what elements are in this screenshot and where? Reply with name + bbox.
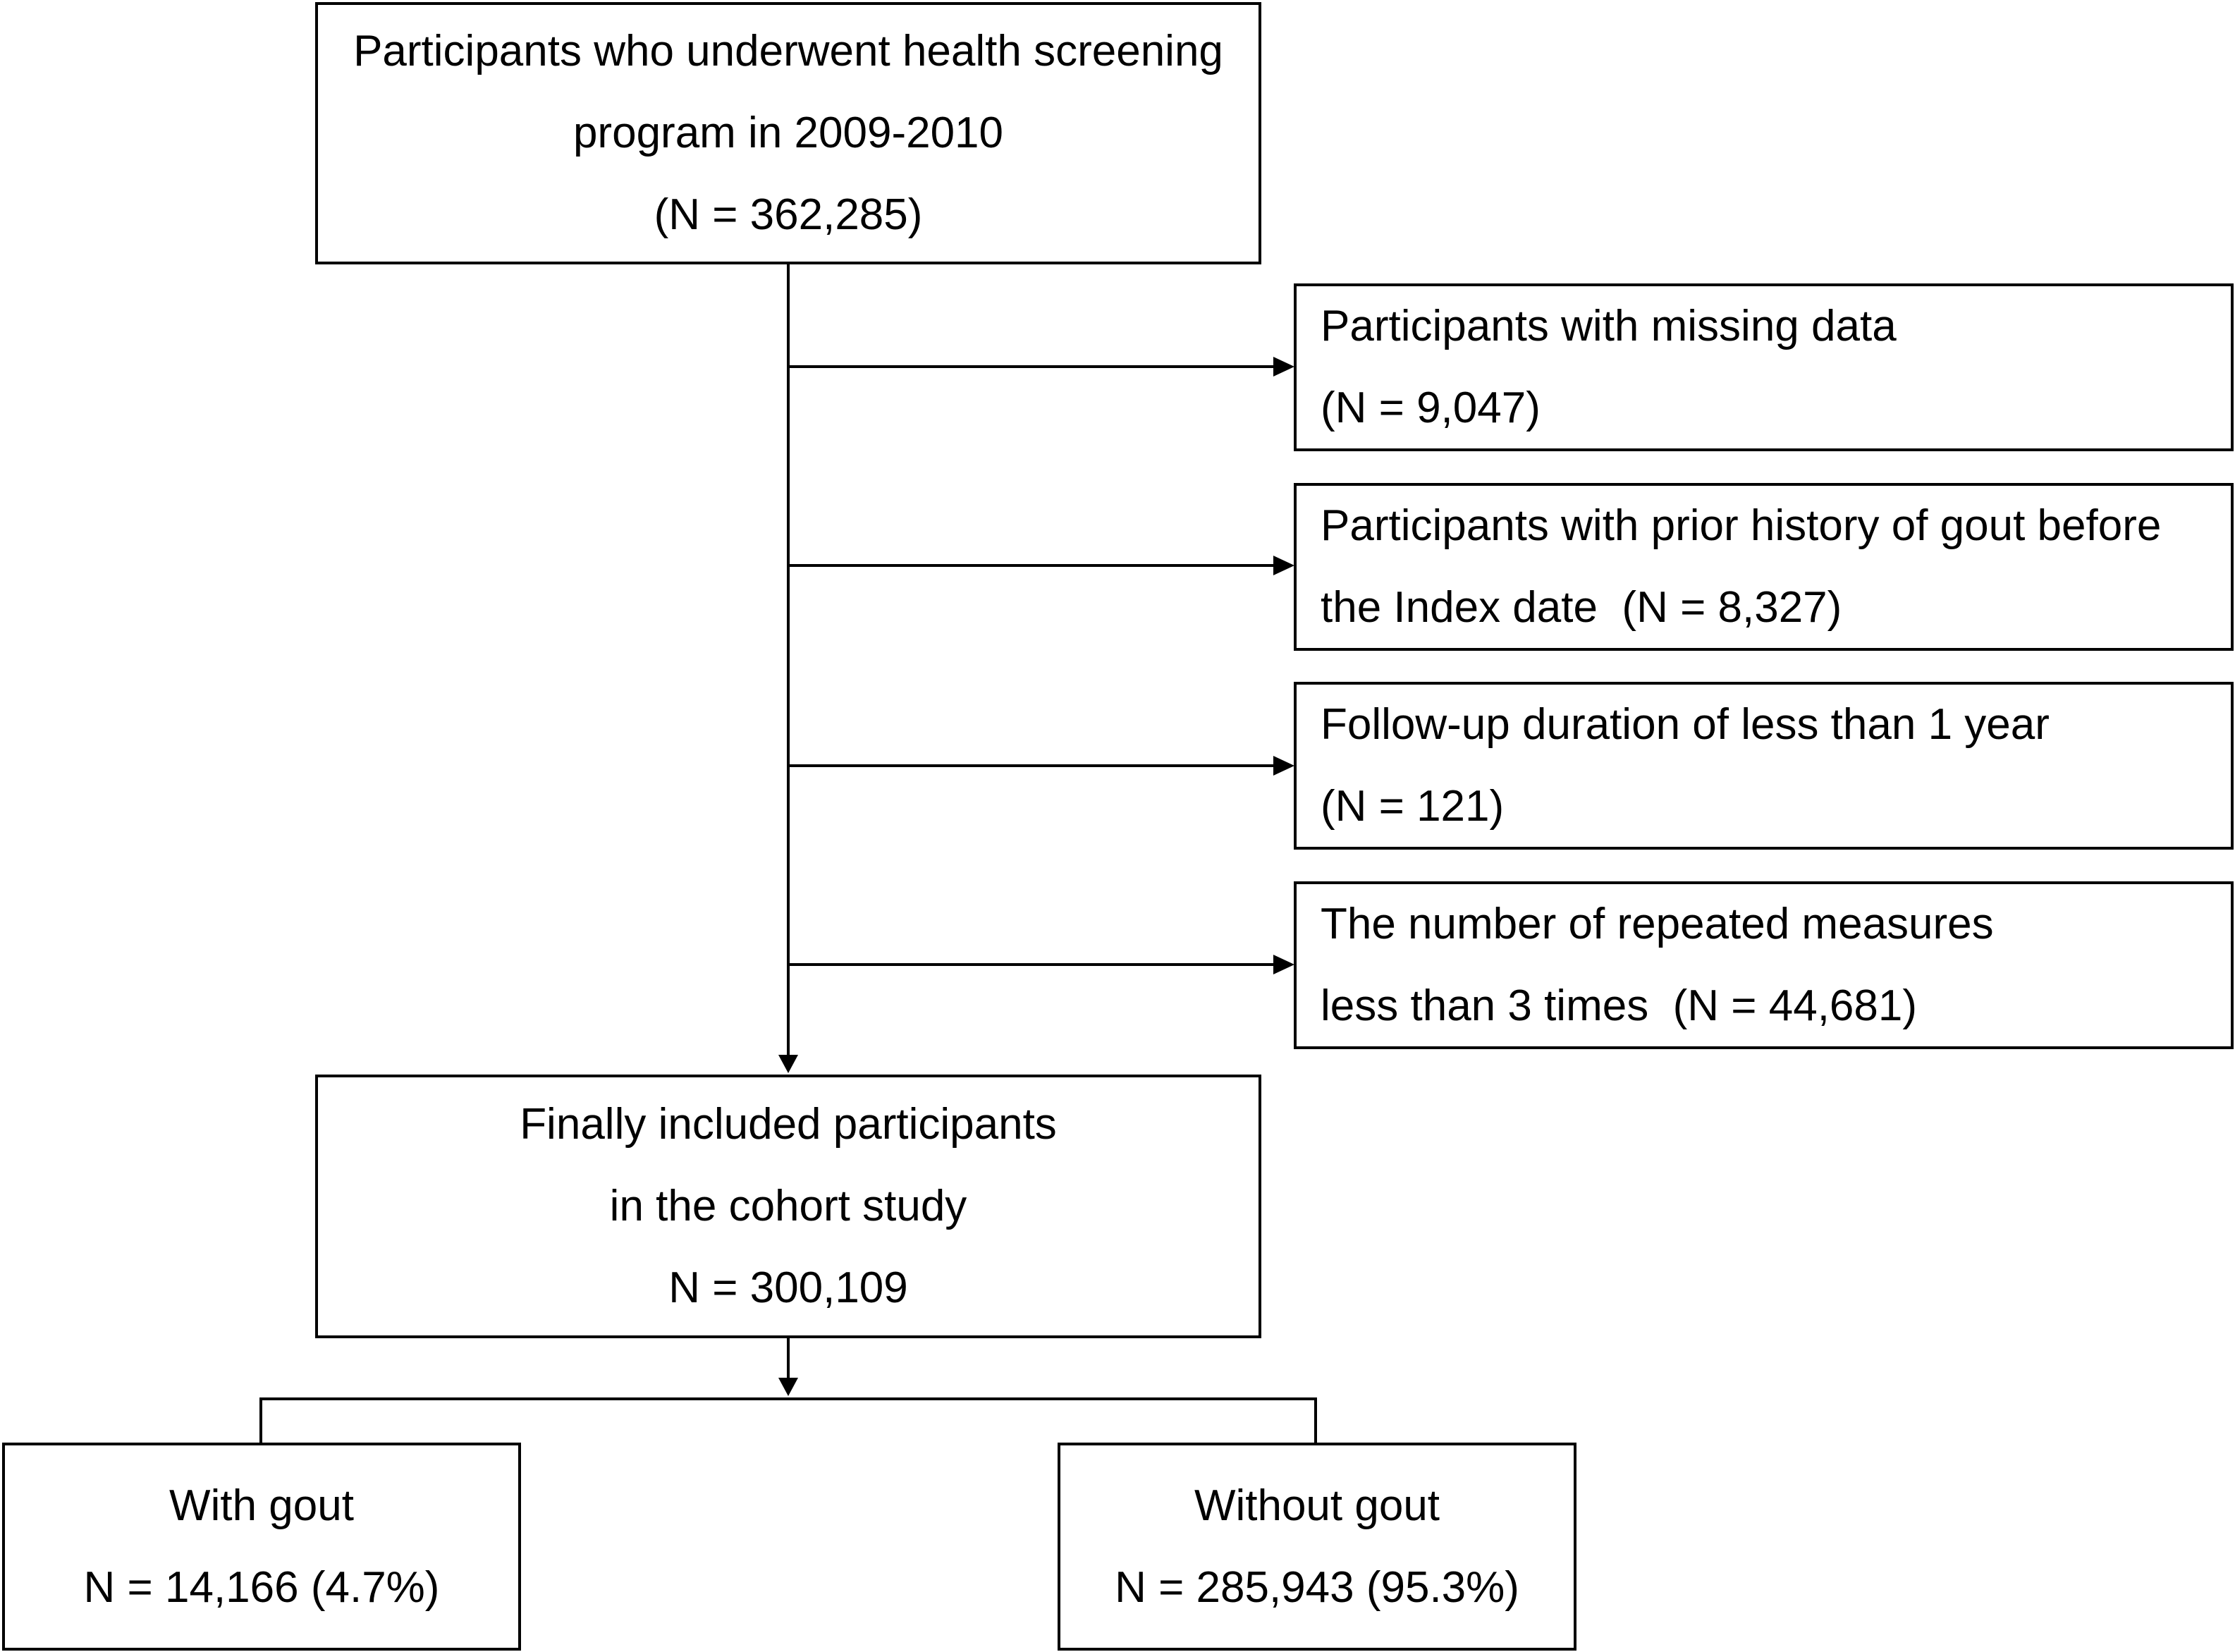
exclusion-arrowhead-4 <box>1273 955 1294 974</box>
box-text-line: program in 2009-2010 <box>572 109 1004 157</box>
box-text-line: With gout <box>169 1481 354 1530</box>
box-text-line: N = 300,109 <box>668 1264 908 1312</box>
box-text-line: (N = 9,047) <box>1321 384 1541 432</box>
exclusion-box-missing-data: Participants with missing data (N = 9,04… <box>1294 283 2234 451</box>
box-text-line: Follow-up duration of less than 1 year <box>1321 700 2050 749</box>
exclusion-box-short-follow-up: Follow-up duration of less than 1 year (… <box>1294 682 2234 850</box>
box-text-line: Participants with prior history of gout … <box>1321 501 2162 550</box>
without-gout-box: Without gout N = 285,943 (95.3%) <box>1058 1443 1576 1651</box>
exclusion-arrowhead-3 <box>1273 756 1294 776</box>
box-text-line: N = 14,166 (4.7%) <box>83 1562 440 1612</box>
screening-participants-box: Participants who underwent health screen… <box>315 2 1261 264</box>
box-text-line: less than 3 times (N = 44,681) <box>1321 981 1918 1030</box>
exclusion-box-repeated-measures: The number of repeated measures less tha… <box>1294 881 2234 1049</box>
box-text-line: in the cohort study <box>609 1182 967 1230</box>
box-text-line: Participants with missing data <box>1321 302 1897 350</box>
box-text-line: Participants who underwent health screen… <box>353 27 1223 75</box>
trunk-arrowhead <box>778 1055 798 1073</box>
final-cohort-box: Finally included participants in the coh… <box>315 1075 1261 1338</box>
box-text-line: Without gout <box>1194 1481 1440 1530</box>
exclusion-arrowhead-2 <box>1273 556 1294 575</box>
split-arrowhead <box>778 1378 798 1396</box>
exclusion-box-prior-gout: Participants with prior history of gout … <box>1294 483 2234 651</box>
box-text-line: the Index date (N = 8,327) <box>1321 583 1842 632</box>
box-text-line: (N = 362,285) <box>654 190 923 239</box>
exclusion-arrowhead-1 <box>1273 357 1294 377</box>
box-text-line: N = 285,943 (95.3%) <box>1115 1562 1519 1612</box>
box-text-line: The number of repeated measures <box>1321 900 1994 948</box>
box-text-line: Finally included participants <box>520 1100 1057 1149</box>
with-gout-box: With gout N = 14,166 (4.7%) <box>2 1443 521 1651</box>
box-text-line: (N = 121) <box>1321 782 1505 831</box>
